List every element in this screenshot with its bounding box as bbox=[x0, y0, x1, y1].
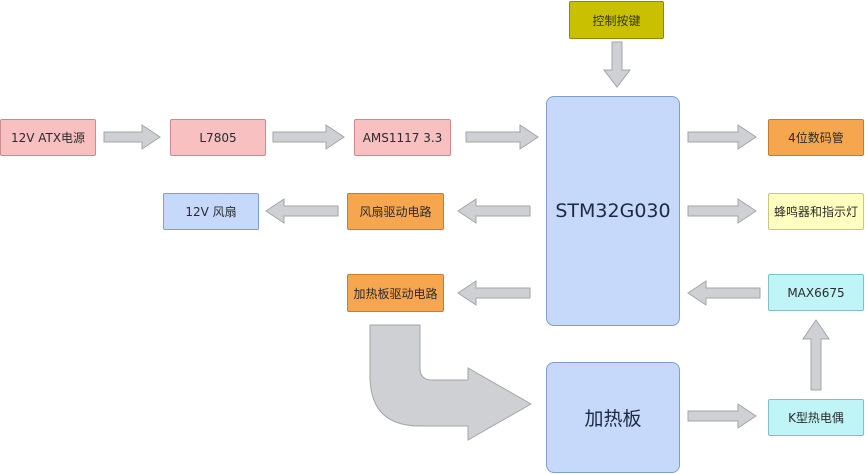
arrow-heater-to-thermocouple bbox=[687, 403, 757, 429]
arrow-fan-driver-to-fan bbox=[265, 198, 339, 224]
thermocouple-node: K型热电偶 bbox=[768, 399, 864, 436]
arrow-heater-driver-to-plate bbox=[369, 324, 533, 441]
mcu-node: STM32G030 bbox=[546, 96, 680, 326]
heater-driver-node: 加热板驱动电路 bbox=[347, 274, 444, 312]
arrow-thermocouple-to-max6675 bbox=[802, 319, 830, 391]
arrow-mcu-to-display bbox=[687, 124, 757, 150]
arrow-mcu-to-buzzer bbox=[687, 198, 757, 224]
l7805-node: L7805 bbox=[170, 119, 266, 156]
heater-plate-node: 加热板 bbox=[546, 362, 680, 473]
max6675-node: MAX6675 bbox=[768, 274, 864, 311]
arrow-max6675-to-mcu bbox=[687, 280, 761, 306]
fan-driver-node: 风扇驱动电路 bbox=[347, 193, 444, 230]
arrow-keys-to-mcu bbox=[602, 41, 632, 88]
arrow-mcu-to-fan-driver bbox=[457, 198, 531, 224]
buzzer-led-node: 蜂鸣器和指示灯 bbox=[768, 193, 864, 230]
arrow-atx-to-l7805 bbox=[103, 124, 161, 150]
display-node: 4位数码管 bbox=[768, 119, 864, 156]
control-keys-node: 控制按键 bbox=[569, 1, 664, 39]
ams1117-node: AMS1117 3.3 bbox=[354, 119, 451, 156]
arrow-mcu-to-heater-driver bbox=[457, 280, 531, 306]
fan-node: 12V 风扇 bbox=[163, 193, 259, 230]
arrow-l7805-to-ams1117 bbox=[272, 124, 345, 150]
arrow-ams1117-to-mcu bbox=[465, 124, 539, 150]
atx-power-node: 12V ATX电源 bbox=[0, 119, 96, 156]
